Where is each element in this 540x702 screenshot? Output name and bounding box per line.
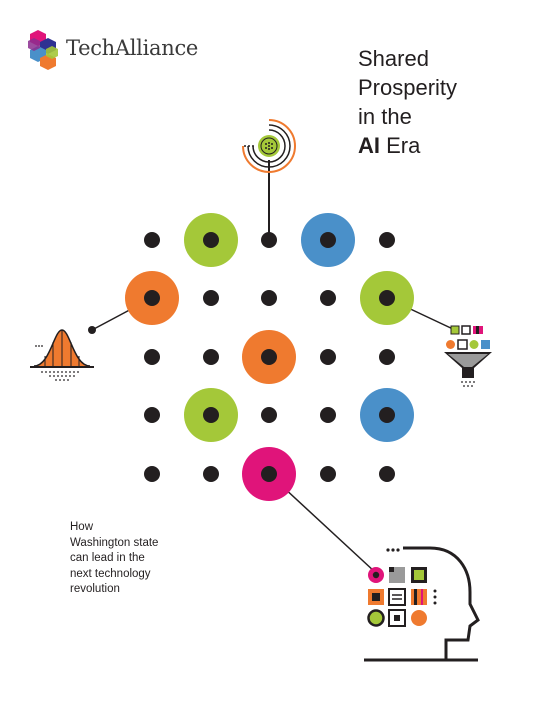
title-era: Era <box>380 133 421 158</box>
brand-name: TechAlliance <box>66 36 199 60</box>
subtitle-line: revolution <box>70 583 120 595</box>
subtitle-line: Washington state <box>70 536 159 549</box>
cover-title: Shared Prosperity in the AI Era <box>358 44 457 160</box>
techalliance-logo-mark <box>28 30 58 70</box>
title-line-last: AI Era <box>358 131 457 160</box>
subtitle-line: can lead in the <box>70 552 145 564</box>
title-line: Shared <box>358 46 429 71</box>
title-line: in the <box>358 104 412 129</box>
dot-grid <box>144 232 395 482</box>
radar-icon <box>242 119 296 173</box>
title-ai: AI <box>358 133 380 158</box>
subtitle-line: next technology <box>70 567 151 580</box>
title-line: Prosperity <box>358 75 458 100</box>
funnel-icon <box>444 325 492 387</box>
robot-head-icon <box>364 546 480 662</box>
bell-curve-icon <box>30 326 96 381</box>
cover-subtitle: How Washington state can lead in the nex… <box>70 520 158 598</box>
subtitle-line: How <box>70 521 94 533</box>
